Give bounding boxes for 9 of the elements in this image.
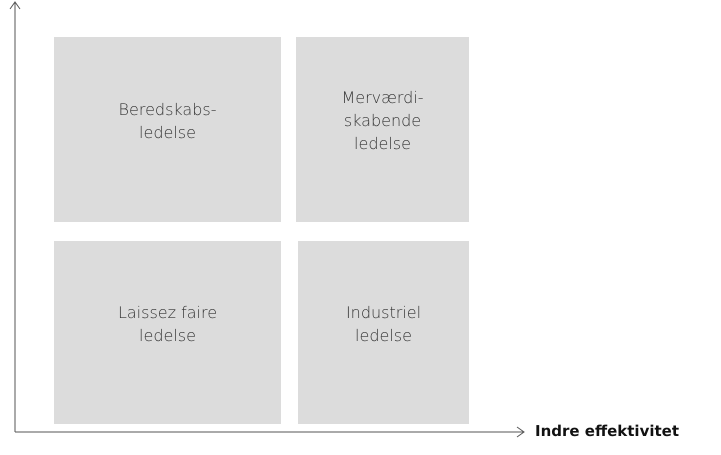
quadrant-label: Beredskabs- ledelse xyxy=(118,98,218,144)
axis-label: Indre effektivitet xyxy=(535,422,680,440)
quadrant-box xyxy=(54,241,281,424)
quadrant-label: Laissez faire ledelse xyxy=(116,302,218,346)
quadrant-label: Industriel ledelse xyxy=(344,302,422,346)
quadrant-box xyxy=(54,37,281,222)
quadrant-label: Merværdi- skabende ledelse xyxy=(340,87,425,155)
quadrant-box xyxy=(296,37,469,222)
quadrant-box xyxy=(298,241,469,424)
